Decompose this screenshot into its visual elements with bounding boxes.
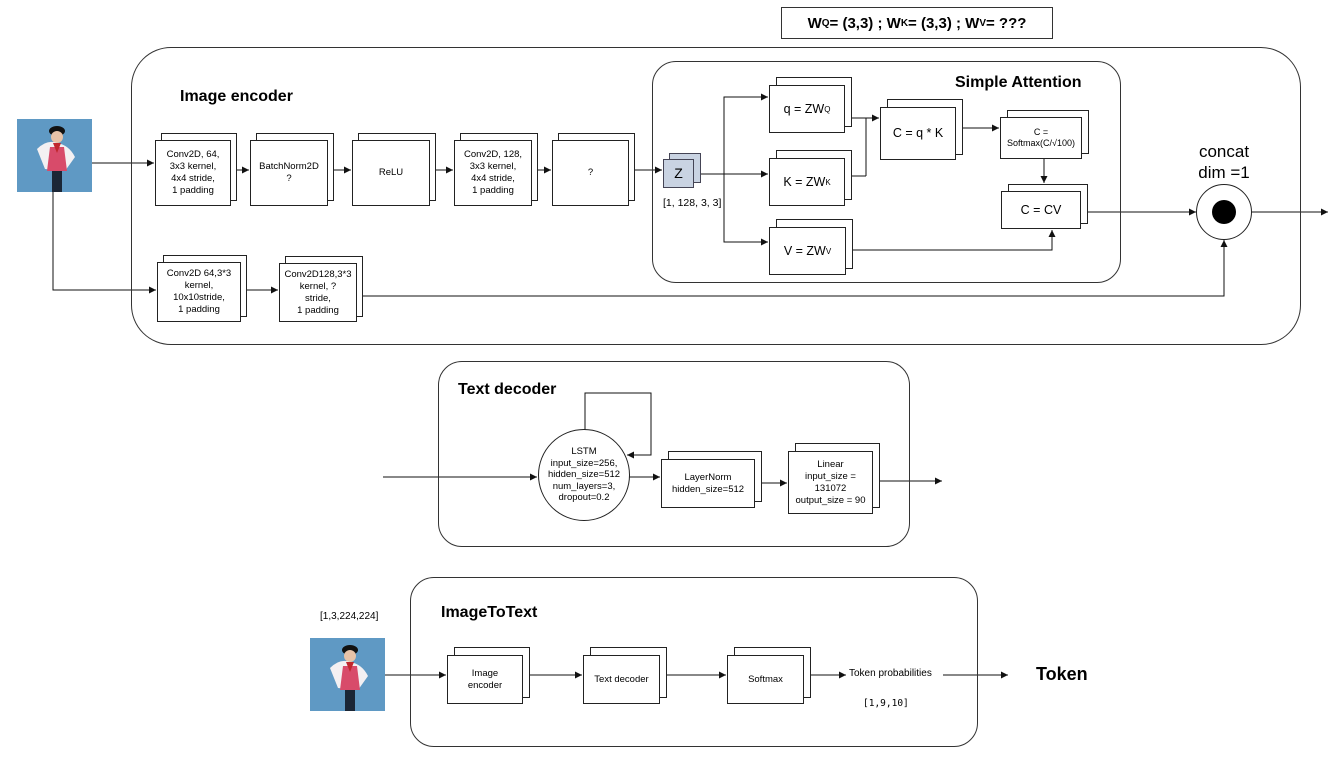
input-image-thumbnail (17, 119, 92, 192)
unknown-layer-block: ? (552, 133, 635, 207)
conv2d-64-label: Conv2D, 64, 3x3 kernel, 4x4 stride, 1 pa… (155, 140, 231, 206)
z-shape-label: [1, 128, 3, 3] (663, 197, 722, 209)
attention-softmax-label: C = Softmax(C/√100) (1000, 117, 1082, 159)
batchnorm2d-block: BatchNorm2D ? (250, 133, 334, 207)
softmax-bottom-text: Softmax(C/√100) (1007, 138, 1075, 148)
value-main-text: V = ZW (783, 243, 826, 258)
lstm-node: LSTM input_size=256, hidden_size=512 num… (538, 429, 630, 521)
layernorm-block: LayerNorm hidden_size=512 (661, 451, 762, 508)
key-subscript: K (825, 177, 831, 187)
wq-label: W (807, 14, 822, 32)
person-photo-icon (17, 119, 92, 192)
z-label: Z (663, 159, 694, 188)
wq-value: = (3,3) ; (829, 14, 887, 32)
conv2d-128-label: Conv2D, 128, 3x3 kernel, 4x4 stride, 1 p… (454, 140, 532, 206)
wk-value: = (3,3) ; (908, 14, 966, 32)
simple-attention-title: Simple Attention (955, 74, 1082, 91)
pipeline-softmax-label: Softmax (727, 655, 804, 704)
wv-label: W (965, 14, 980, 32)
wv-value: = ??? (986, 14, 1027, 32)
simple-attention-panel (652, 61, 1121, 283)
query-subscript: Q (824, 104, 831, 114)
branch-conv2d-64-label: Conv2D 64,3*3 kernel, 10x10stride, 1 pad… (157, 262, 241, 322)
pipeline-text-decoder-block: Text decoder (583, 647, 667, 704)
pipeline-image-encoder-label: Image encoder (447, 655, 523, 704)
c-qk-block: C = q * K (880, 99, 963, 161)
linear-label: Linear input_size = 131072 output_size =… (788, 451, 873, 514)
value-subscript: V (825, 246, 832, 256)
key-main-text: K = ZW (783, 174, 826, 189)
conv2d-128-block: Conv2D, 128, 3x3 kernel, 4x4 stride, 1 p… (454, 133, 538, 207)
concat-dot-icon (1212, 200, 1236, 224)
c-cv-label: C = CV (1001, 191, 1081, 229)
branch-conv2d-128-label: Conv2D128,3*3 kernel, ? stride, 1 paddin… (279, 263, 357, 322)
output-shape-label: [1,9,10] (863, 698, 909, 709)
relu-block: ReLU (352, 133, 436, 207)
wk-subscript: K (900, 17, 909, 29)
image-to-text-panel (410, 577, 978, 747)
text-decoder-title: Text decoder (458, 381, 557, 398)
image-encoder-title: Image encoder (180, 88, 293, 105)
query-main-text: q = ZW (783, 101, 825, 116)
batchnorm2d-label: BatchNorm2D ? (250, 140, 328, 206)
c-cv-block: C = CV (1001, 184, 1088, 230)
pipeline-softmax-block: Softmax (727, 647, 811, 704)
z-tensor-block: Z (663, 153, 701, 189)
linear-block: Linear input_size = 131072 output_size =… (788, 443, 880, 514)
branch-conv2d-128-block: Conv2D128,3*3 kernel, ? stride, 1 paddin… (279, 256, 363, 323)
softmax-top-text: C = (1033, 127, 1049, 137)
wv-subscript: V (979, 17, 986, 29)
image-to-text-title: ImageToText (441, 604, 538, 621)
concat-label: concat dim =1 (1198, 142, 1250, 182)
lstm-label: LSTM input_size=256, hidden_size=512 num… (547, 446, 621, 504)
unknown-layer-label: ? (552, 140, 629, 206)
text-decoder-panel (438, 361, 910, 547)
token-output-label: Token (1036, 664, 1088, 684)
wk-label: W (886, 14, 901, 32)
concat-node (1196, 184, 1252, 240)
layernorm-label: LayerNorm hidden_size=512 (661, 459, 755, 508)
input-shape-label: [1,3,224,224] (320, 611, 379, 622)
attention-softmax-block: C = Softmax(C/√100) (1000, 110, 1089, 160)
person-photo-icon (310, 638, 385, 711)
image-encoder-panel (131, 47, 1301, 345)
branch-conv2d-64-block: Conv2D 64,3*3 kernel, 10x10stride, 1 pad… (157, 255, 247, 323)
pipeline-image-encoder-block: Image encoder (447, 647, 530, 704)
relu-label: ReLU (352, 140, 430, 206)
pipeline-text-decoder-label: Text decoder (583, 655, 660, 704)
token-probabilities-label: Token probabilities (849, 668, 932, 679)
wq-subscript: Q (821, 17, 830, 29)
model-input-image (310, 638, 385, 711)
conv2d-64-block: Conv2D, 64, 3x3 kernel, 4x4 stride, 1 pa… (155, 133, 237, 207)
c-qk-label: C = q * K (880, 107, 956, 160)
